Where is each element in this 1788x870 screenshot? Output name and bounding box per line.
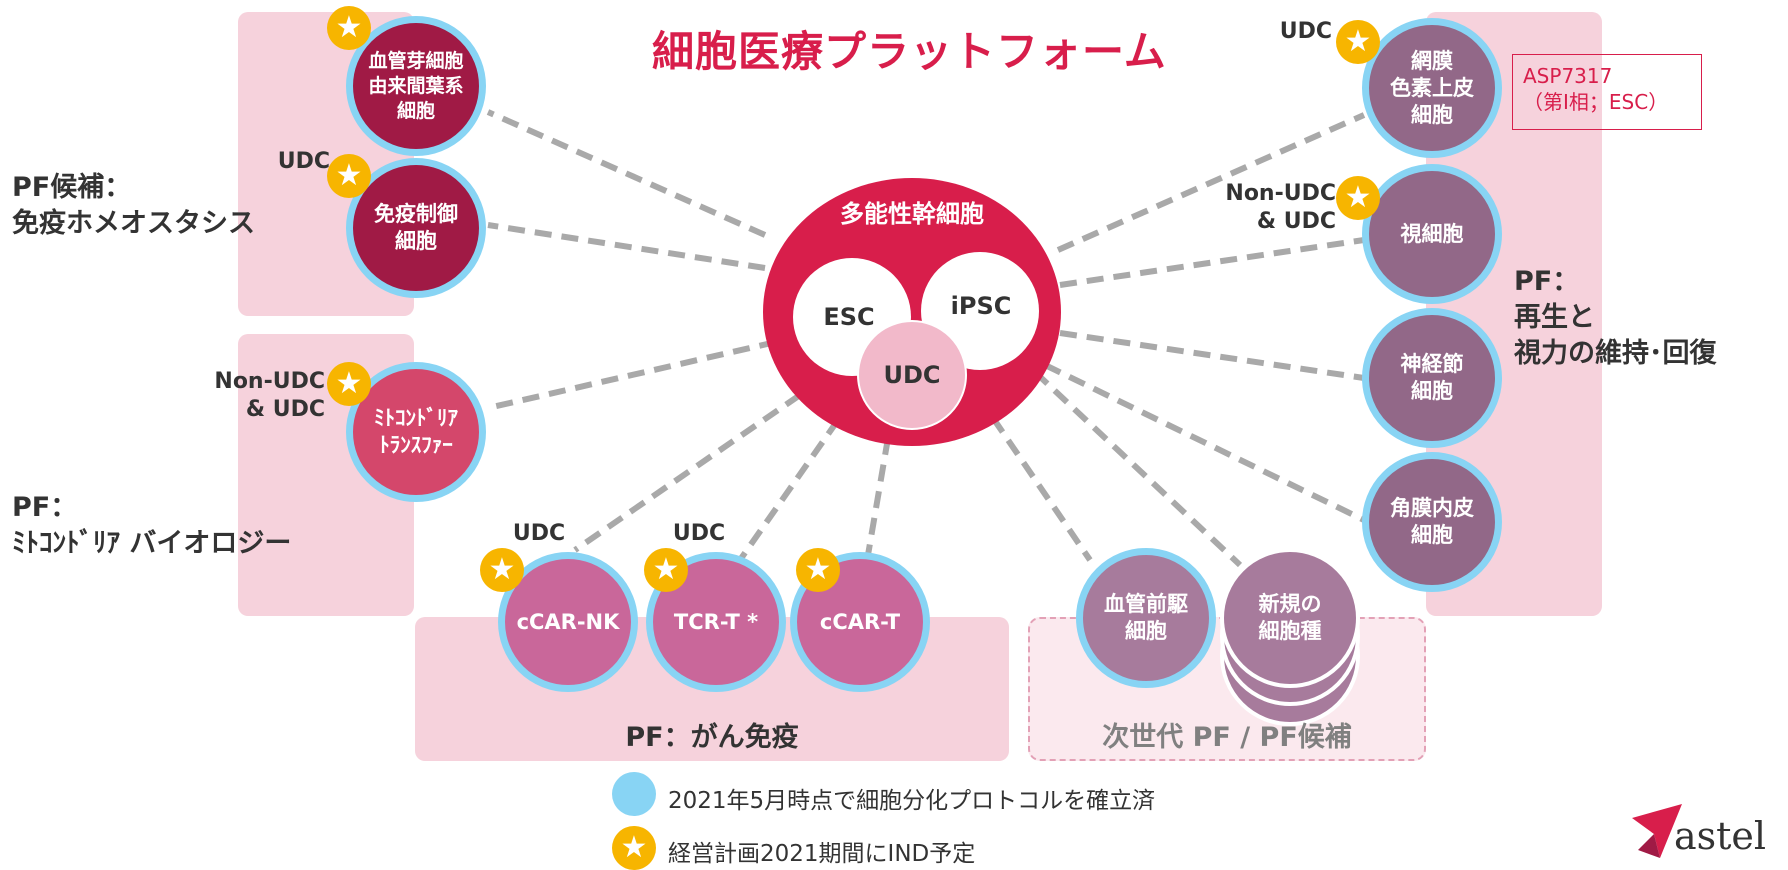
legend-established-marker: [612, 772, 656, 816]
tag-udc-ccar-nk: UDC: [512, 521, 566, 546]
pf-label-next-generation: 次世代 PF / PF候補: [1102, 722, 1352, 753]
legend-ind-planned-text: 経営計画2021期間にIND予定: [668, 841, 976, 867]
connector-line: [487, 339, 777, 411]
tag-non-udc-mito: Non-UDC & UDC: [214, 369, 325, 422]
node-vascular-mesenchymal-cell[interactable]: 血管芽細胞 由来間葉系 細胞: [346, 16, 486, 156]
connector-line: [1032, 369, 1243, 568]
pf-label-immune-homeostasis: PF候補： 免疫ホメオスタシス: [12, 172, 255, 239]
asp7317-box: ASP7317 （第Ⅰ相；ESC）: [1512, 54, 1702, 130]
tag-udc-immune: UDC: [277, 149, 330, 174]
node-vascular-progenitor-cell[interactable]: 血管前駆 細胞: [1076, 548, 1216, 688]
tag-udc-rpe: UDC: [1279, 19, 1332, 44]
star-icon: ★: [480, 548, 524, 592]
udc-circle: UDC: [857, 320, 967, 430]
pf-label-mitochondria: PF： ﾐﾄｺﾝﾄﾞﾘｱ バイオロジー: [12, 492, 292, 559]
astellas-logo-mark: [1632, 804, 1682, 858]
connector-line: [1059, 330, 1365, 381]
star-icon: ★: [327, 6, 371, 50]
connector-line: [990, 416, 1093, 562]
page-title: 細胞医療プラットフォーム: [652, 27, 1167, 76]
tag-udc-tcr-t: UDC: [672, 521, 726, 546]
connector-line: [1056, 112, 1366, 253]
star-icon: ★: [327, 154, 371, 198]
node-ganglion-cell[interactable]: 神経節 細胞: [1362, 308, 1502, 448]
star-icon: ★: [1336, 176, 1380, 220]
node-retinal-pigment-epithelium[interactable]: 網膜 色素上皮 細胞: [1362, 18, 1502, 158]
esc-label: ESC: [823, 303, 875, 331]
connector-line: [573, 392, 802, 553]
legend-established-text: 2021年5月時点で細胞分化プロトコルを確立済: [668, 788, 1156, 814]
star-icon: ★: [644, 548, 688, 592]
logo-text: astel: [1674, 814, 1767, 858]
star-icon: ★: [796, 548, 840, 592]
node-photoreceptor[interactable]: 視細胞: [1362, 164, 1502, 304]
ipsc-label: iPSC: [950, 292, 1012, 320]
pf-label-regeneration: PF： 再生と 視力の維持･回復: [1514, 266, 1717, 369]
hub-label: 多能性幹細胞: [840, 200, 984, 228]
connector-line: [1059, 237, 1365, 288]
pluripotent-stem-cell-hub: 多能性幹細胞 ESC iPSC UDC: [763, 178, 1061, 446]
node-new-cell-type[interactable]: 新規の 細胞種: [1220, 548, 1360, 688]
connector-line: [487, 222, 766, 271]
star-icon: ★: [327, 362, 371, 406]
udc-label: UDC: [883, 361, 941, 389]
star-icon: ★: [1336, 20, 1380, 64]
connector-line: [1043, 362, 1366, 523]
connector-line: [865, 437, 891, 556]
node-tcr-t[interactable]: TCR-T *: [646, 552, 786, 692]
pf-label-cancer-immunity: PF：がん免疫: [625, 722, 799, 753]
connector-line: [486, 109, 767, 238]
star-icon: ★: [612, 826, 656, 870]
tag-non-udc-photoreceptor: Non-UDC & UDC: [1225, 181, 1336, 234]
node-corneal-endothelial-cell[interactable]: 角膜内皮 細胞: [1362, 452, 1502, 592]
connector-line: [737, 418, 841, 562]
